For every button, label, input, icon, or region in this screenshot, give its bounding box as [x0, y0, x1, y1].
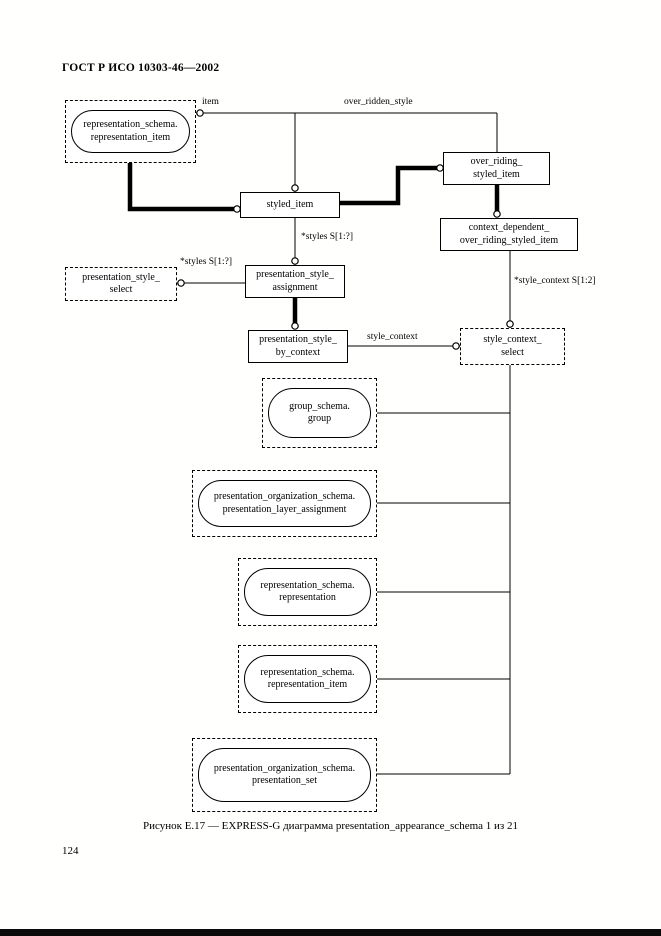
entity-presentation-style-assignment: presentation_style_ assignment [245, 265, 345, 298]
ref-label-line1: presentation_organization_schema. [213, 491, 356, 502]
scan-edge-artifact [0, 929, 661, 936]
ref-label-line2: presentation_set [252, 775, 317, 786]
ref-label-line2: representation [279, 592, 336, 603]
edge-label-item: item [202, 97, 219, 107]
select-presentation-style-select: presentation_style_ select [65, 267, 177, 301]
page-header: ГОСТ Р ИСО 10303-46—2002 [62, 62, 220, 74]
interschema-ref-presentation-layer-assignment-stadium: presentation_organization_schema. presen… [198, 480, 371, 527]
edge-label-over-ridden-style: over_ridden_style [344, 97, 413, 107]
select-label-line1: presentation_style_ [82, 271, 160, 283]
entity-label-line2: over_riding_styled_item [459, 234, 559, 246]
interschema-ref-representation-item: representation_schema. representation_it… [238, 645, 377, 713]
ref-label-line1: representation_schema. [260, 666, 355, 678]
entity-label-line1: presentation_style_ [259, 334, 337, 345]
select-label-line2: select [109, 284, 133, 295]
interschema-ref-group: group_schema. group [262, 378, 377, 448]
ref-label-line1: representation_schema. [83, 119, 178, 130]
entity-label-line2: styled_item [473, 168, 520, 180]
entity-label-line2: by_context [275, 346, 321, 358]
entity-label-line1: context_dependent_ [468, 222, 550, 233]
ref-label-line1: group_schema. [289, 400, 350, 412]
entity-label: styled_item [266, 198, 314, 210]
interschema-ref-presentation-set: presentation_organization_schema. presen… [192, 738, 377, 812]
select-label-line1: style_context_ [483, 334, 542, 345]
edge-label-styles-set2: *styles S[1:?] [180, 257, 232, 267]
interschema-ref-representation-item-top: representation_schema. representation_it… [65, 100, 196, 163]
entity-over-riding-styled-item: over_riding_ styled_item [443, 152, 550, 185]
ref-label-line2: representation_item [90, 131, 171, 143]
interschema-ref-representation: representation_schema. representation [238, 558, 377, 626]
page-number: 124 [62, 845, 79, 857]
select-style-context-select: style_context_ select [460, 328, 565, 365]
figure-caption: Рисунок Е.17 — EXPRESS-G диаграмма prese… [142, 820, 519, 832]
interschema-ref-representation-item-top-stadium: representation_schema. representation_it… [71, 110, 190, 153]
edge-label-style-context-set: *style_context S[1:2] [514, 276, 596, 286]
entity-label-line2: assignment [272, 281, 318, 293]
ref-label-line2: group [307, 413, 332, 424]
edge-label-style-context: style_context [367, 332, 418, 342]
edge-label-styles-set: *styles S[1:?] [301, 232, 353, 242]
interschema-ref-presentation-set-stadium: presentation_organization_schema. presen… [198, 748, 371, 802]
ref-label-line2: presentation_layer_assignment [222, 503, 347, 515]
interschema-ref-representation-item-stadium: representation_schema. representation_it… [244, 655, 371, 703]
select-label-line2: select [501, 346, 524, 358]
interschema-ref-group-stadium: group_schema. group [268, 388, 371, 438]
ref-label-line1: presentation_organization_schema. [213, 762, 356, 774]
entity-styled-item: styled_item [240, 192, 340, 218]
entity-label-line1: over_riding_ [470, 156, 523, 167]
interschema-ref-presentation-layer-assignment: presentation_organization_schema. presen… [192, 470, 377, 537]
entity-presentation-style-by-context: presentation_style_ by_context [248, 330, 348, 363]
ref-label-line1: representation_schema. [260, 579, 355, 591]
interschema-ref-representation-stadium: representation_schema. representation [244, 568, 371, 616]
entity-context-dependent-over-riding-styled-item: context_dependent_ over_riding_styled_it… [440, 218, 578, 251]
entity-label-line1: presentation_style_ [256, 269, 334, 280]
ref-label-line2: representation_item [267, 679, 348, 690]
